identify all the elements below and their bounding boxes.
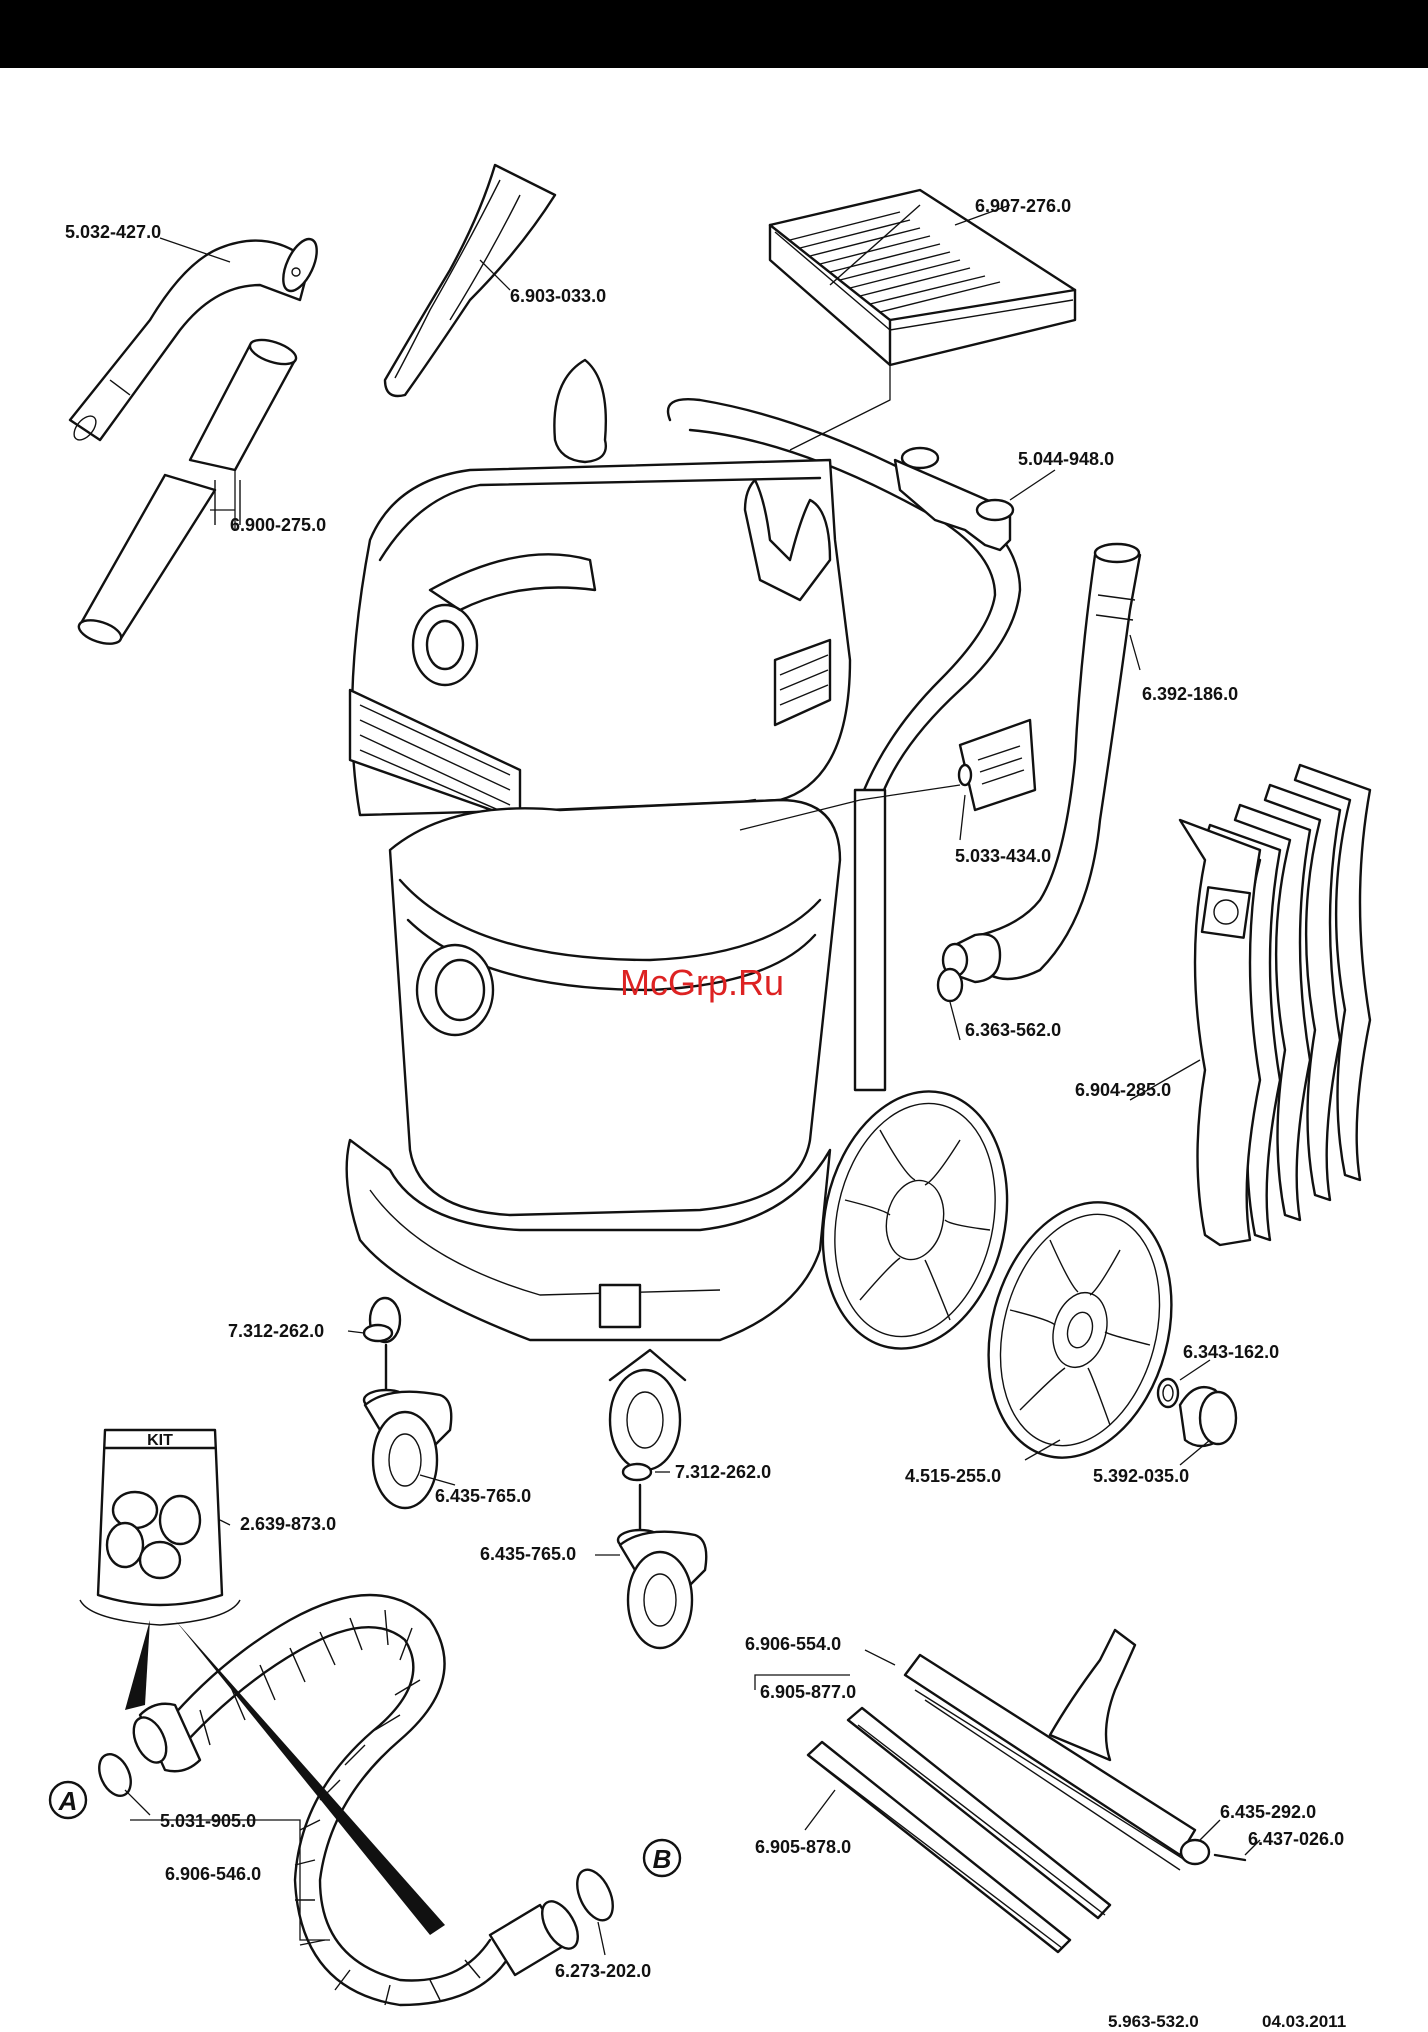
flat-filter-drawing — [768, 188, 1077, 367]
kit-label: KIT — [147, 1432, 173, 1449]
part-label-5-031-905: 5.031-905.0 — [160, 1811, 256, 1831]
callout-letter-a: A — [58, 1786, 78, 1816]
ring-b-drawing — [576, 1868, 614, 1922]
part-label-6-435-292: 6.435-292.0 — [1220, 1802, 1316, 1822]
footer-doc-number: 5.963-532.0 — [1108, 2012, 1199, 2031]
ring-a-drawing — [98, 1753, 132, 1797]
pin-drawing — [1213, 1853, 1247, 1862]
part-label-6-392-186: 6.392-186.0 — [1142, 684, 1238, 704]
footer-date: 04.03.2011 — [1262, 2012, 1346, 2031]
accessory-holder-clip-drawing — [893, 446, 1015, 552]
part-label-5-033-434: 5.033-434.0 — [955, 846, 1051, 866]
washer-left-drawing — [362, 1323, 394, 1343]
loose-wheel-drawing — [987, 1201, 1173, 1459]
vacuum-cleaner-body-drawing — [345, 358, 1022, 1472]
part-label-6-900-275: 6.900-275.0 — [230, 515, 326, 535]
top-black-bar — [0, 0, 1428, 68]
hose-elbow-drawing — [941, 542, 1142, 984]
callout-circle-a — [48, 1780, 88, 1820]
kit-bag-drawing: KIT — [79, 1428, 445, 1935]
part-label-6-363-562: 6.363-562.0 — [965, 1020, 1061, 1040]
part-number-labels: 5.032-427.0 6.903-033.0 6.907-276.0 6.90… — [65, 196, 1344, 1981]
washer-right-drawing — [621, 1462, 653, 1482]
latch-bracket-drawing — [957, 718, 1037, 812]
leader-lines — [124, 204, 1261, 1956]
nozzle-strips-drawing — [806, 1706, 1112, 1954]
part-label-6-907-276: 6.907-276.0 — [975, 196, 1071, 216]
part-label-7-312-262-left: 7.312-262.0 — [228, 1321, 324, 1341]
part-label-6-437-026: 6.437-026.0 — [1248, 1829, 1344, 1849]
part-label-6-273-202: 6.273-202.0 — [555, 1961, 651, 1981]
part-label-6-435-765-top: 6.435-765.0 — [435, 1486, 531, 1506]
part-label-6-343-162: 6.343-162.0 — [1183, 1342, 1279, 1362]
mounted-wheel-drawing — [821, 1090, 1009, 1350]
part-label-2-639-873: 2.639-873.0 — [240, 1514, 336, 1534]
callout-circle-b — [642, 1838, 682, 1878]
filter-bags-drawing — [1178, 763, 1372, 1247]
part-label-7-312-262-right: 7.312-262.0 — [675, 1462, 771, 1482]
extension-tubes-drawing — [77, 338, 298, 645]
floor-nozzle-drawing — [903, 1628, 1197, 1871]
part-label-6-903-033: 6.903-033.0 — [510, 286, 606, 306]
part-label-6-435-765-bottom: 6.435-765.0 — [480, 1544, 576, 1564]
suction-hose-drawing — [132, 1593, 579, 2007]
part-label-6-905-878: 6.905-878.0 — [755, 1837, 851, 1857]
part-label-5-032-427: 5.032-427.0 — [65, 222, 161, 242]
part-label-5-044-948: 5.044-948.0 — [1018, 449, 1114, 469]
part-label-6-905-877: 6.905-877.0 — [760, 1682, 856, 1702]
part-label-5-392-035: 5.392-035.0 — [1093, 1466, 1189, 1486]
part-label-4-515-255: 4.515-255.0 — [905, 1466, 1001, 1486]
washer-and-hub-cap-drawing — [1156, 1377, 1238, 1448]
part-label-6-906-554: 6.906-554.0 — [745, 1634, 841, 1654]
small-roller-drawing — [1179, 1838, 1211, 1866]
bent-suction-tube-drawing — [68, 237, 318, 442]
watermark-text: McGrp.Ru — [620, 962, 784, 1003]
caster-left-drawing — [362, 1343, 453, 1510]
callout-letter-b: B — [653, 1844, 672, 1874]
part-label-6-904-285: 6.904-285.0 — [1075, 1080, 1171, 1100]
o-ring-drawing — [936, 967, 964, 1003]
caster-right-drawing — [616, 1483, 708, 1650]
crevice-nozzle-drawing — [383, 163, 557, 398]
part-label-6-906-546: 6.906-546.0 — [165, 1864, 261, 1884]
